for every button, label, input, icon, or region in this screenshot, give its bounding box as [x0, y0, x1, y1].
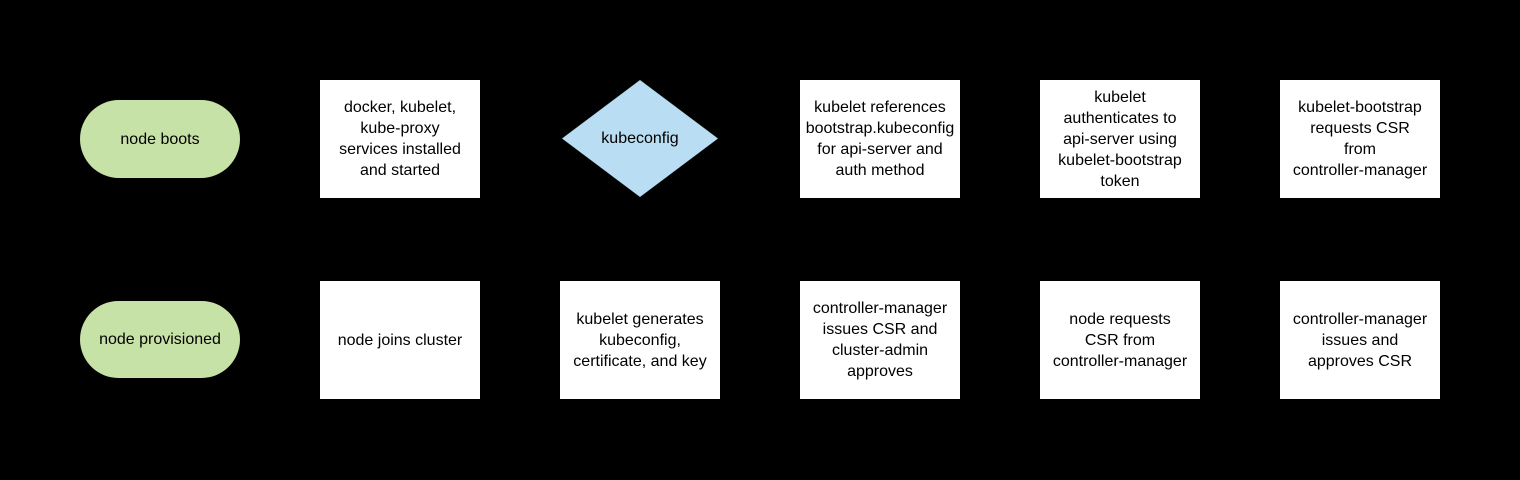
terminal-node-boots: node boots [80, 100, 240, 178]
process-cm-issues-and-approves-csr: controller-manager issues and approves C… [1280, 281, 1440, 399]
node-label: kubelet generates kubeconfig, certificat… [573, 310, 707, 370]
node-label: node joins cluster [337, 331, 463, 349]
node-label: node requests CSR from controller-manage… [1052, 310, 1188, 370]
node-label: kubelet references bootstrap.kubeconfig … [805, 99, 955, 179]
decision-kubeconfig-diamond: kubeconfig [562, 80, 718, 197]
node-label: node provisioned [99, 331, 221, 348]
process-kubelet-references-bootstrap: kubelet references bootstrap.kubeconfig … [800, 80, 960, 198]
process-services-installed: docker, kubelet, kube-proxy services ins… [320, 80, 480, 198]
node-label: kubelet-bootstrap requests CSR from cont… [1292, 99, 1428, 179]
node-label: kubelet authenticates to api-server usin… [1058, 88, 1182, 190]
process-kubelet-bootstrap-requests-csr: kubelet-bootstrap requests CSR from cont… [1280, 80, 1440, 198]
process-cm-issues-csr-cluster-admin-approves: controller-manager issues CSR and cluste… [800, 281, 960, 399]
terminal-node-provisioned: node provisioned [80, 301, 240, 378]
node-label: docker, kubelet, kube-proxy services ins… [339, 99, 461, 179]
node-label: controller-manager issues and approves C… [1292, 310, 1428, 370]
node-label: controller-manager issues CSR and cluste… [812, 300, 948, 380]
node-label: kubeconfig [601, 130, 679, 147]
process-node-joins-cluster: node joins cluster [320, 281, 480, 399]
process-kubelet-authenticates: kubelet authenticates to api-server usin… [1040, 80, 1200, 198]
node-label: node boots [120, 130, 200, 148]
process-kubelet-generates: kubelet generates kubeconfig, certificat… [560, 281, 720, 399]
process-node-requests-csr: node requests CSR from controller-manage… [1040, 281, 1200, 399]
